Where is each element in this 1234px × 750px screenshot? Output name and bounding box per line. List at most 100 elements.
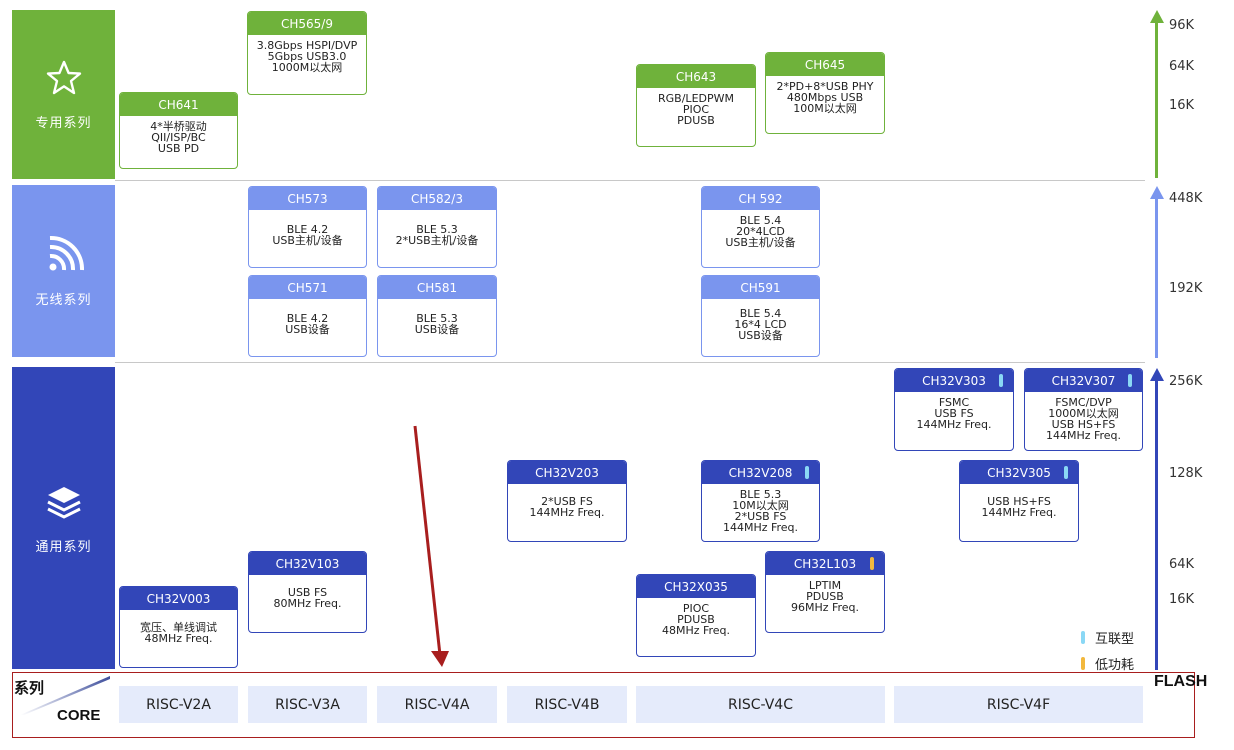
flash-tick: 64K [1169, 59, 1195, 74]
product-card-ch32v307[interactable]: CH32V307 FSMC/DVP 1000M以太网 USB HS+FS 144… [1024, 368, 1143, 451]
product-desc: FSMC/DVP 1000M以太网 USB HS+FS 144MHz Freq. [1045, 396, 1122, 442]
series-band-general: 通用系列 [12, 367, 115, 669]
core-row-label: CORE [57, 707, 101, 724]
product-card-ch573[interactable]: CH573 BLE 4.2 USB主机/设备 [248, 186, 367, 268]
core-risc-v4f[interactable]: RISC-V4F [894, 686, 1143, 723]
product-card-ch32l103[interactable]: CH32L103 LPTIM PDUSB 96MHz Freq. [765, 551, 885, 633]
series-label: 无线系列 [35, 292, 92, 308]
product-desc: BLE 5.3 USB设备 [414, 312, 460, 336]
flash-tick: 96K [1169, 18, 1195, 33]
core-risc-v4c[interactable]: RISC-V4C [636, 686, 885, 723]
product-desc: 宽压、单线调试 48MHz Freq. [140, 621, 217, 645]
product-name: CH32V103 [249, 552, 366, 575]
product-desc: PIOC PDUSB 48MHz Freq. [661, 602, 731, 637]
flash-axis-general [1155, 380, 1158, 670]
interconnect-tag [1128, 374, 1132, 387]
legend-label: 低功耗 [1095, 658, 1135, 673]
product-desc: 3.8Gbps HSPI/DVP 5Gbps USB3.0 1000M以太网 [256, 39, 358, 74]
flash-axis-special [1155, 22, 1158, 178]
arrow-down-icon [431, 651, 449, 667]
product-card-ch565[interactable]: CH565/9 3.8Gbps HSPI/DVP 5Gbps USB3.0 10… [247, 11, 367, 95]
series-band-wireless: 无线系列 [12, 185, 115, 357]
product-card-ch571[interactable]: CH571 BLE 4.2 USB设备 [248, 275, 367, 357]
product-name: CH32V203 [508, 461, 626, 484]
product-desc: BLE 4.2 USB主机/设备 [272, 223, 343, 247]
flash-tick: 64K [1169, 557, 1195, 572]
product-card-ch32v305[interactable]: CH32V305 USB HS+FS 144MHz Freq. [959, 460, 1079, 542]
flash-tick: 16K [1169, 98, 1195, 113]
product-desc: BLE 5.4 20*4LCD USB主机/设备 [725, 214, 796, 249]
core-risc-v4b[interactable]: RISC-V4B [507, 686, 627, 723]
wifi-signal-icon [49, 235, 84, 270]
product-card-ch32v203[interactable]: CH32V203 2*USB FS 144MHz Freq. [507, 460, 627, 542]
star-icon [46, 60, 81, 95]
flash-tick: 128K [1169, 466, 1203, 481]
product-name: CH582/3 [378, 187, 496, 210]
flash-axis-label: FLASH [1154, 673, 1208, 690]
product-card-ch32v208[interactable]: CH32V208 BLE 5.3 10M以太网 2*USB FS 144MHz … [701, 460, 820, 542]
product-desc: BLE 5.4 16*4 LCD USB设备 [734, 307, 787, 342]
product-name: CH 592 [702, 187, 819, 210]
core-risc-v2a[interactable]: RISC-V2A [119, 686, 238, 723]
product-card-ch32v303[interactable]: CH32V303 FSMC USB FS 144MHz Freq. [894, 368, 1014, 451]
arrow-up-icon [1150, 186, 1164, 199]
product-card-ch592[interactable]: CH 592 BLE 5.4 20*4LCD USB主机/设备 [701, 186, 820, 268]
product-desc: 4*半桥驱动 QII/ISP/BC USB PD [150, 120, 207, 155]
core-risc-v3a[interactable]: RISC-V3A [248, 686, 367, 723]
flash-axis-wireless [1155, 198, 1158, 358]
flash-tick: 16K [1169, 592, 1195, 607]
row-divider [115, 180, 1145, 181]
product-name: CH643 [637, 65, 755, 88]
arrow-up-icon [1150, 368, 1164, 381]
product-name: CH591 [702, 276, 819, 299]
layers-icon [46, 486, 81, 519]
series-row-label: 系列 [14, 679, 45, 697]
annotation-arrow [413, 425, 442, 656]
product-desc: 2*USB FS 144MHz Freq. [529, 495, 605, 519]
product-desc: BLE 5.3 2*USB主机/设备 [395, 223, 479, 247]
product-name: CH573 [249, 187, 366, 210]
product-name: CH571 [249, 276, 366, 299]
interconnect-tag [999, 374, 1003, 387]
product-card-ch591[interactable]: CH591 BLE 5.4 16*4 LCD USB设备 [701, 275, 820, 357]
product-name: CH32V305 [960, 461, 1078, 484]
flash-tick: 448K [1169, 191, 1203, 206]
product-card-ch32v103[interactable]: CH32V103 USB FS 80MHz Freq. [248, 551, 367, 633]
product-name: CH645 [766, 53, 884, 76]
product-name: CH32V208 [702, 461, 819, 484]
legend-swatch [1081, 657, 1085, 670]
product-card-ch32x035[interactable]: CH32X035 PIOC PDUSB 48MHz Freq. [636, 574, 756, 657]
row-divider [115, 362, 1145, 363]
product-name: CH565/9 [248, 12, 366, 35]
core-row-highlight [12, 672, 1195, 738]
product-name: CH32L103 [766, 552, 884, 575]
product-card-ch641[interactable]: CH641 4*半桥驱动 QII/ISP/BC USB PD [119, 92, 238, 169]
product-desc: USB FS 80MHz Freq. [273, 586, 342, 610]
legend-label: 互联型 [1095, 632, 1135, 647]
product-name: CH32V307 [1025, 369, 1142, 392]
flash-tick: 256K [1169, 374, 1203, 389]
product-card-ch643[interactable]: CH643 RGB/LEDPWM PIOC PDUSB [636, 64, 756, 147]
product-desc: USB HS+FS 144MHz Freq. [981, 495, 1057, 519]
product-name: CH32V303 [895, 369, 1013, 392]
product-name: CH581 [378, 276, 496, 299]
product-card-ch582[interactable]: CH582/3 BLE 5.3 2*USB主机/设备 [377, 186, 497, 268]
product-name: CH641 [120, 93, 237, 116]
product-card-ch581[interactable]: CH581 BLE 5.3 USB设备 [377, 275, 497, 357]
product-desc: BLE 5.3 10M以太网 2*USB FS 144MHz Freq. [722, 488, 799, 534]
product-desc: 2*PD+8*USB PHY 480Mbps USB 100M以太网 [776, 80, 874, 115]
core-risc-v4a[interactable]: RISC-V4A [377, 686, 497, 723]
series-label: 专用系列 [35, 116, 92, 131]
flash-tick: 192K [1169, 281, 1203, 296]
series-label: 通用系列 [35, 539, 92, 555]
product-name: CH32X035 [637, 575, 755, 598]
legend-swatch [1081, 631, 1085, 644]
product-desc: BLE 4.2 USB设备 [285, 312, 330, 336]
product-card-ch645[interactable]: CH645 2*PD+8*USB PHY 480Mbps USB 100M以太网 [765, 52, 885, 134]
series-band-special: 专用系列 [12, 10, 115, 179]
product-card-ch32v003[interactable]: CH32V003 宽压、单线调试 48MHz Freq. [119, 586, 238, 668]
interconnect-tag [805, 466, 809, 479]
interconnect-tag [1064, 466, 1068, 479]
product-name: CH32V003 [120, 587, 237, 610]
